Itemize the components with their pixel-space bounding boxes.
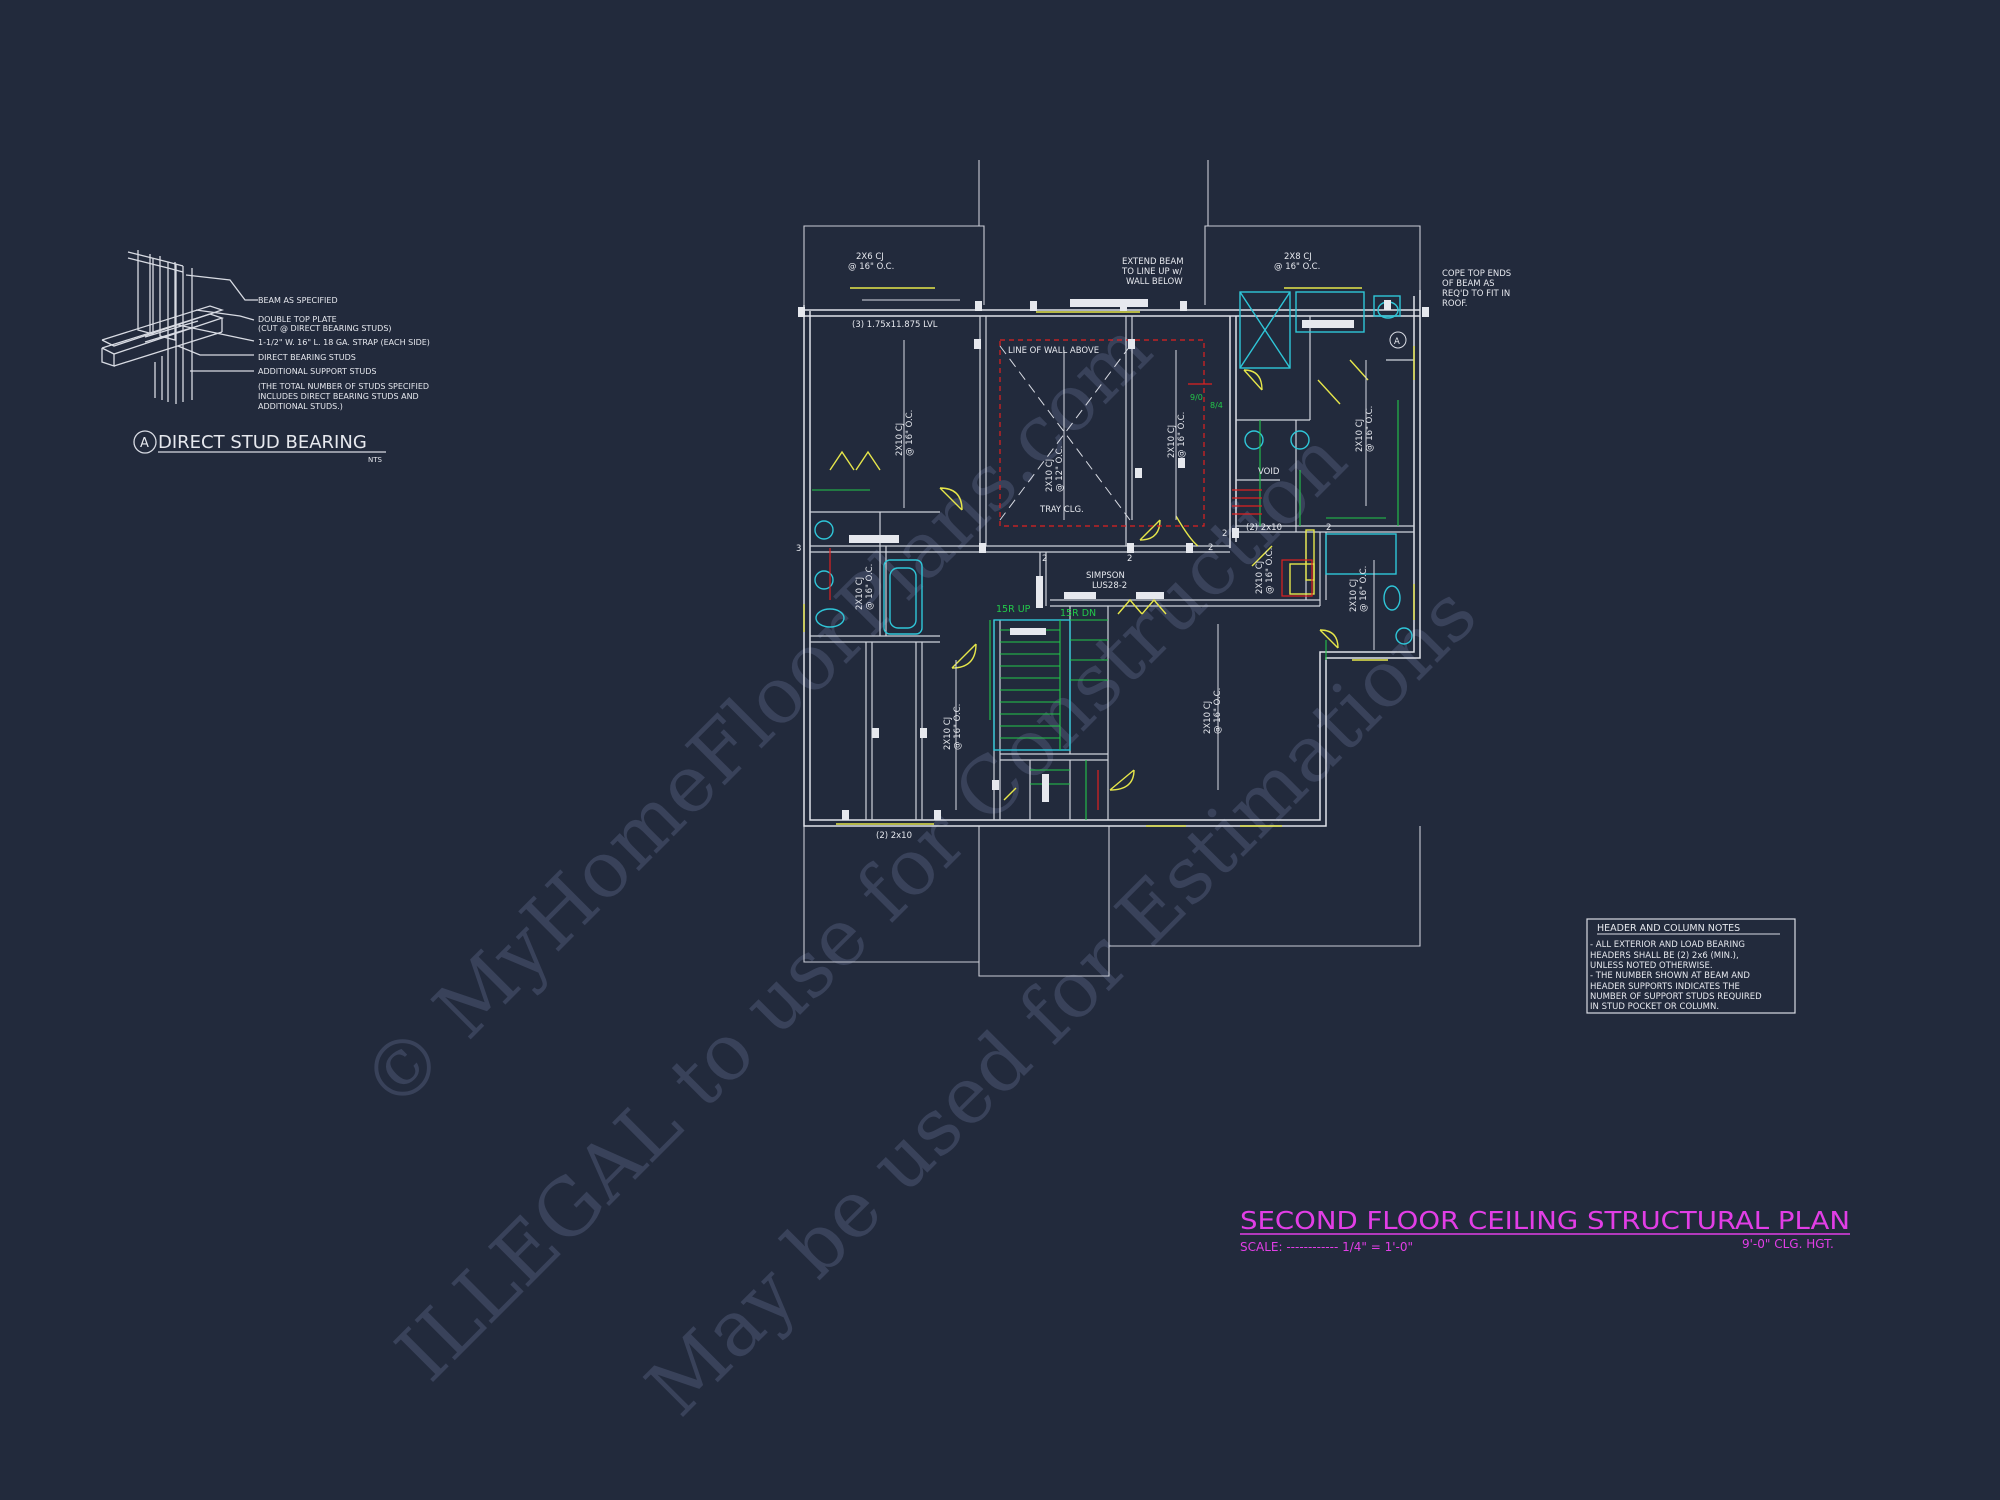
stud-count-1: 3 <box>796 544 801 554</box>
detail-isometric-sketch <box>101 250 258 404</box>
cj-2x10-a-spacing: @ 16" O.C. <box>905 410 915 456</box>
section-marker-letter: A <box>1394 337 1400 347</box>
detail-note-total-1: (THE TOTAL NUMBER OF STUDS SPECIFIED <box>258 382 429 391</box>
cj-2x10-h-spacing: @ 16" O.C. <box>953 704 963 750</box>
cj-2x10-i-spacing: @ 16" O.C. <box>1213 688 1223 734</box>
notes-line-2: HEADERS SHALL BE (2) 2x6 (MIN.), <box>1590 951 1739 961</box>
cj-2x6-label: 2X6 CJ <box>856 252 884 262</box>
detail-note-direct-studs: DIRECT BEARING STUDS <box>258 353 356 362</box>
cj-2x10-f: 2X10 CJ <box>1349 579 1359 612</box>
stairs-up-label: 15R UP <box>996 604 1031 615</box>
plan-scale: SCALE: ------------ 1/4" = 1'-0" <box>1240 1240 1413 1254</box>
cope-3: REQ'D TO FIT IN <box>1442 289 1510 299</box>
red-note-2: 8/4 <box>1210 401 1223 410</box>
detail-note-plate: DOUBLE TOP PLATE <box>258 315 337 324</box>
detail-scale: NTS <box>368 456 383 464</box>
void-label: VOID <box>1258 467 1280 477</box>
cj-2x10-e-spacing: @ 16" O.C. <box>1265 548 1275 594</box>
cope-4: ROOF. <box>1442 299 1468 309</box>
cj-2x10-c-spacing: @ 16" O.C. <box>1177 412 1187 458</box>
detail-notes: BEAM AS SPECIFIED DOUBLE TOP PLATE (CUT … <box>258 296 430 411</box>
tray-label: TRAY CLG. <box>1039 505 1084 515</box>
column-posts <box>798 300 1429 820</box>
cj-2x10-e: 2X10 CJ <box>1255 561 1265 594</box>
section-marker-circle <box>1389 331 1407 349</box>
notes-line-5: HEADER SUPPORTS INDICATES THE <box>1590 982 1740 992</box>
detail-note-add-studs: ADDITIONAL SUPPORT STUDS <box>258 367 377 376</box>
simpson-1: SIMPSON <box>1086 571 1125 581</box>
cj-2x10-b-spacing: @ 12" O.C. <box>1055 446 1065 492</box>
cj-2x10-h: 2X10 CJ <box>943 717 953 750</box>
stairs-dn-label: 15R DN <box>1060 608 1096 619</box>
cope-2: OF BEAM AS <box>1442 279 1495 289</box>
ceiling-height: 9'-0" CLG. HGT. <box>1742 1237 1834 1251</box>
roof-outline <box>803 160 1421 977</box>
cj-2x6-spacing: @ 16" O.C. <box>848 262 894 272</box>
cj-2x10-b: 2X10 CJ <box>1045 459 1055 492</box>
beams <box>849 299 1354 802</box>
extend-beam-1: EXTEND BEAM <box>1122 257 1184 267</box>
stud-count-4: 2 <box>1222 529 1227 539</box>
header-2x10-bottom: (2) 2x10 <box>876 831 912 841</box>
cj-2x10-a: 2X10 CJ <box>895 423 905 456</box>
tray-ceiling-outline <box>999 339 1205 527</box>
stud-count-3: 2 <box>1127 554 1132 564</box>
direct-stud-bearing-detail: BEAM AS SPECIFIED DOUBLE TOP PLATE (CUT … <box>101 250 430 464</box>
detail-note-plate-cut: (CUT @ DIRECT BEARING STUDS) <box>258 324 392 333</box>
header-2x10-right: (2) 2x10 <box>1246 523 1282 533</box>
extend-beam-2: TO LINE UP w/ <box>1121 267 1182 277</box>
door-swings <box>803 287 1415 827</box>
tray-ceiling-diagonals <box>999 345 1131 521</box>
stairs <box>812 400 1399 820</box>
notes-title: HEADER AND COLUMN NOTES <box>1597 923 1740 934</box>
detail-note-strap: 1-1/2" W. 16" L. 18 GA. STRAP (EACH SIDE… <box>258 338 430 347</box>
stud-count-6: 2 <box>1208 543 1213 553</box>
cj-2x10-c: 2X10 CJ <box>1167 425 1177 458</box>
floor-plan: 2X6 CJ @ 16" O.C. 2X8 CJ @ 16" O.C. EXTE… <box>796 160 1511 977</box>
plumbing-fixtures <box>814 291 1413 751</box>
cj-2x10-g-spacing: @ 16" O.C. <box>865 564 875 610</box>
cj-2x10-f-spacing: @ 16" O.C. <box>1359 566 1369 612</box>
detail-marker-letter: A <box>140 436 149 451</box>
detail-marker-circle <box>133 430 157 454</box>
cj-2x8-label: 2X8 CJ <box>1284 252 1312 262</box>
notes-box-frame <box>1586 918 1796 1014</box>
extend-beam-3: WALL BELOW <box>1126 277 1183 287</box>
cj-2x10-g: 2X10 CJ <box>855 577 865 610</box>
detail-note-total-2: INCLUDES DIRECT BEARING STUDS AND <box>258 392 419 401</box>
plan-labels: 2X6 CJ @ 16" O.C. 2X8 CJ @ 16" O.C. EXTE… <box>796 252 1511 841</box>
plan-title: SECOND FLOOR CEILING STRUCTURAL PLAN <box>1240 1206 1850 1235</box>
detail-title: DIRECT STUD BEARING <box>158 432 367 453</box>
simpson-2: LUS28-2 <box>1092 581 1127 591</box>
notes-line-7: IN STUD POCKET OR COLUMN. <box>1590 1002 1719 1012</box>
red-accents <box>829 383 1313 810</box>
line-of-wall-label: LINE OF WALL ABOVE <box>1008 346 1099 356</box>
red-note-1: 9/0 <box>1190 393 1203 402</box>
detail-note-total-3: ADDITIONAL STUDS.) <box>258 402 343 411</box>
stud-count-2: 2 <box>1042 554 1047 564</box>
notes-line-3: UNLESS NOTED OTHERWISE. <box>1590 961 1713 971</box>
cj-2x10-d-spacing: @ 16" O.C. <box>1365 406 1375 452</box>
watermark: © MyHomeFloorPlans.com ILLEGAL to use fo… <box>345 304 1494 1433</box>
joist-span-arrows <box>862 299 1375 810</box>
notes-line-1: - ALL EXTERIOR AND LOAD BEARING <box>1590 940 1745 950</box>
cj-2x8-spacing: @ 16" O.C. <box>1274 262 1320 272</box>
stud-count-5: 2 <box>1326 523 1331 533</box>
notes-line-4: - THE NUMBER SHOWN AT BEAM AND <box>1590 971 1750 981</box>
cj-2x10-d: 2X10 CJ <box>1355 419 1365 452</box>
header-column-notes: HEADER AND COLUMN NOTES - ALL EXTERIOR A… <box>1586 918 1796 1014</box>
cj-2x10-i: 2X10 CJ <box>1203 701 1213 734</box>
cope-1: COPE TOP ENDS <box>1442 269 1511 279</box>
notes-line-6: NUMBER OF SUPPORT STUDS REQUIRED <box>1590 992 1762 1002</box>
detail-note-beam: BEAM AS SPECIFIED <box>258 296 338 305</box>
lvl-label: (3) 1.75x11.875 LVL <box>852 320 938 330</box>
title-block: SECOND FLOOR CEILING STRUCTURAL PLAN SCA… <box>1240 1206 1850 1254</box>
